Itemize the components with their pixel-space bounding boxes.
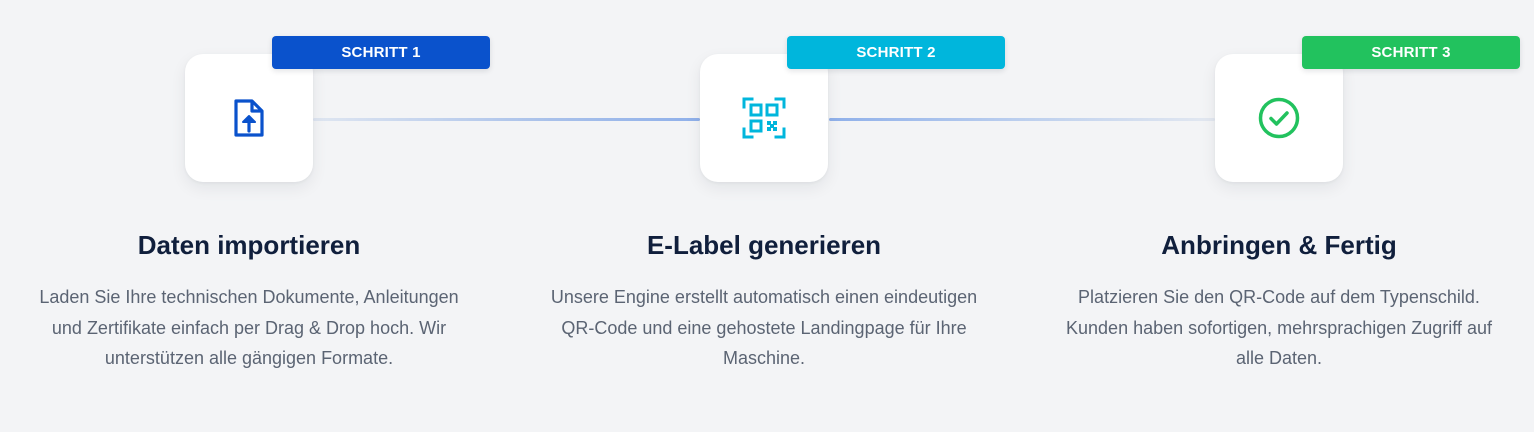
- step-1-title: Daten importieren: [137, 230, 361, 260]
- qr-code-scan-icon: [742, 97, 786, 139]
- step-2-title: E-Label generieren: [646, 230, 882, 260]
- step-1-badge: SCHRITT 1: [272, 36, 490, 69]
- step-1: SCHRITT 1 Daten importieren Laden Sie Ih…: [0, 0, 509, 432]
- step-2: SCHRITT 2 E-Label generieren Unsere Engi…: [504, 0, 1024, 432]
- step-connector-2-3: [829, 118, 1215, 121]
- step-2-badge: SCHRITT 2: [787, 36, 1005, 69]
- step-3: SCHRITT 3 Anbringen & Fertig Platzieren …: [1019, 0, 1534, 432]
- check-circle-icon: [1257, 96, 1301, 140]
- step-3-description: Platzieren Sie den QR-Code auf dem Typen…: [1066, 287, 1492, 368]
- file-upload-icon: [231, 98, 267, 138]
- step-1-icon-card: [185, 54, 313, 182]
- step-2-description: Unsere Engine erstellt automatisch einen…: [550, 287, 978, 368]
- step-3-icon-card: [1215, 54, 1343, 182]
- step-3-title: Anbringen & Fertig: [1161, 230, 1397, 260]
- step-3-badge: SCHRITT 3: [1302, 36, 1520, 69]
- step-2-icon-card: [700, 54, 828, 182]
- step-1-description: Laden Sie Ihre technischen Dokumente, An…: [39, 287, 459, 368]
- step-connector-1-2: [313, 118, 700, 121]
